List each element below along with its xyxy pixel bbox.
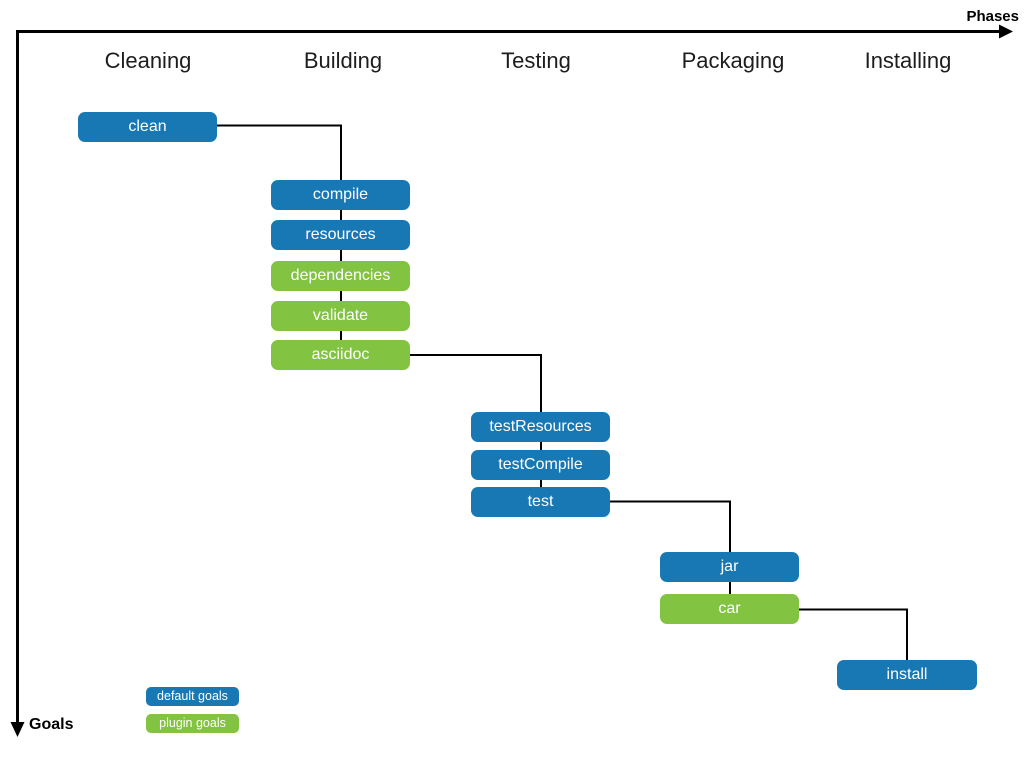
node-car: car	[660, 594, 799, 624]
connector-test-to-packaging	[610, 500, 731, 600]
column-header-testing: Testing	[501, 48, 571, 73]
column-header-cleaning: Cleaning	[104, 48, 192, 73]
column-header-packaging: Packaging	[681, 48, 785, 73]
node-jar: jar	[660, 552, 799, 582]
node-testresources: testResources	[471, 412, 610, 442]
legend-plugin-goals: plugin goals	[146, 714, 239, 733]
connector-asciidoc-to-testing	[410, 354, 542, 490]
node-test: test	[471, 487, 610, 517]
node-testcompile: testCompile	[471, 450, 610, 480]
column-header-installing: Installing	[864, 48, 952, 73]
y-axis-label: Goals	[29, 716, 74, 733]
x-axis-arrow-icon	[999, 24, 1013, 39]
connector-car-to-install	[798, 608, 908, 662]
node-validate: validate	[271, 301, 410, 331]
column-header-building: Building	[303, 48, 383, 73]
legend-default-goals: default goals	[146, 687, 239, 706]
y-axis-arrow-icon	[10, 722, 25, 737]
node-clean: clean	[78, 112, 217, 142]
node-asciidoc: asciidoc	[271, 340, 410, 370]
node-dependencies: dependencies	[271, 261, 410, 291]
node-compile: compile	[271, 180, 410, 210]
x-axis-label: Phases	[966, 8, 1019, 25]
node-install: install	[837, 660, 977, 690]
node-resources: resources	[271, 220, 410, 250]
